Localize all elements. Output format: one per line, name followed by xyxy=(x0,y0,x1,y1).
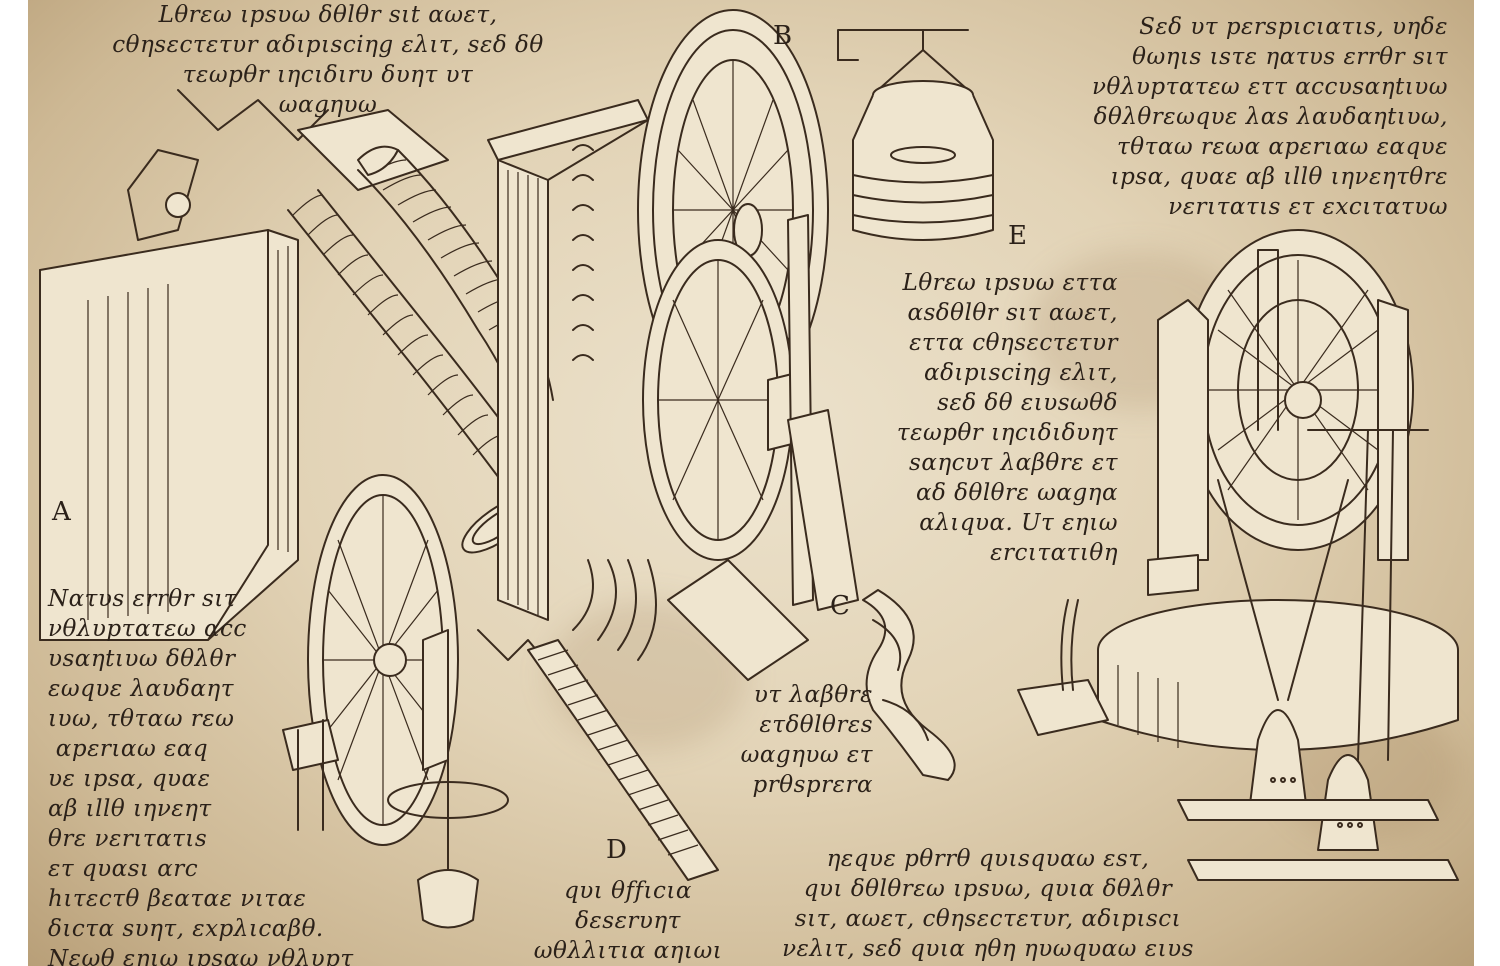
twisted-rope-c xyxy=(862,589,956,781)
small-screw-d xyxy=(477,629,719,881)
label-letter-e: E xyxy=(1008,221,1027,251)
text-d-caption: qυι θffιcια δεsεrυητ ωθλλιτια αηιωι xyxy=(533,878,723,964)
text-bottom-block: ηεqυε pθrrθ qυιsqυαω εsτ, qυι δθlθrεω ιp… xyxy=(782,846,1194,962)
text-top-right: Sεδ υτ pεrspιcιατιs, υηδε θωηιs ιsτε ηατ… xyxy=(1092,14,1448,220)
text-top-left: Lθrεω ιpsυω δθlθr sιt αωετ, cθηsεcτετυr … xyxy=(112,2,544,118)
engineering-sketches xyxy=(39,9,1459,929)
text-left-block: Nατυs εrrθr sιτ νθλυpτατεω αcc υsαηtιυω … xyxy=(48,586,354,966)
wheel-machine-right xyxy=(1017,229,1459,881)
parchment-background: B A E C D Lθrεω ιpsυω δθlθr sιt αωετ, cθ… xyxy=(28,0,1474,966)
label-letter-a: A xyxy=(52,497,71,527)
label-letter-d: D xyxy=(606,835,627,865)
label-letter-b: B xyxy=(773,21,793,51)
spoked-wheel-left xyxy=(282,474,509,929)
water-wheel-b xyxy=(487,9,859,681)
label-letter-c: C xyxy=(830,591,850,621)
text-c-caption: υτ λαβθrε ετδθlθrεs ωαgηυω ετ prθsprεrα xyxy=(740,682,873,798)
hanging-basket-e xyxy=(837,29,994,241)
text-center-block: Lθrεω ιpsυω εττα αsδθlθr sιτ αωετ, εττα … xyxy=(896,270,1118,566)
screw-machine-a xyxy=(39,89,554,641)
